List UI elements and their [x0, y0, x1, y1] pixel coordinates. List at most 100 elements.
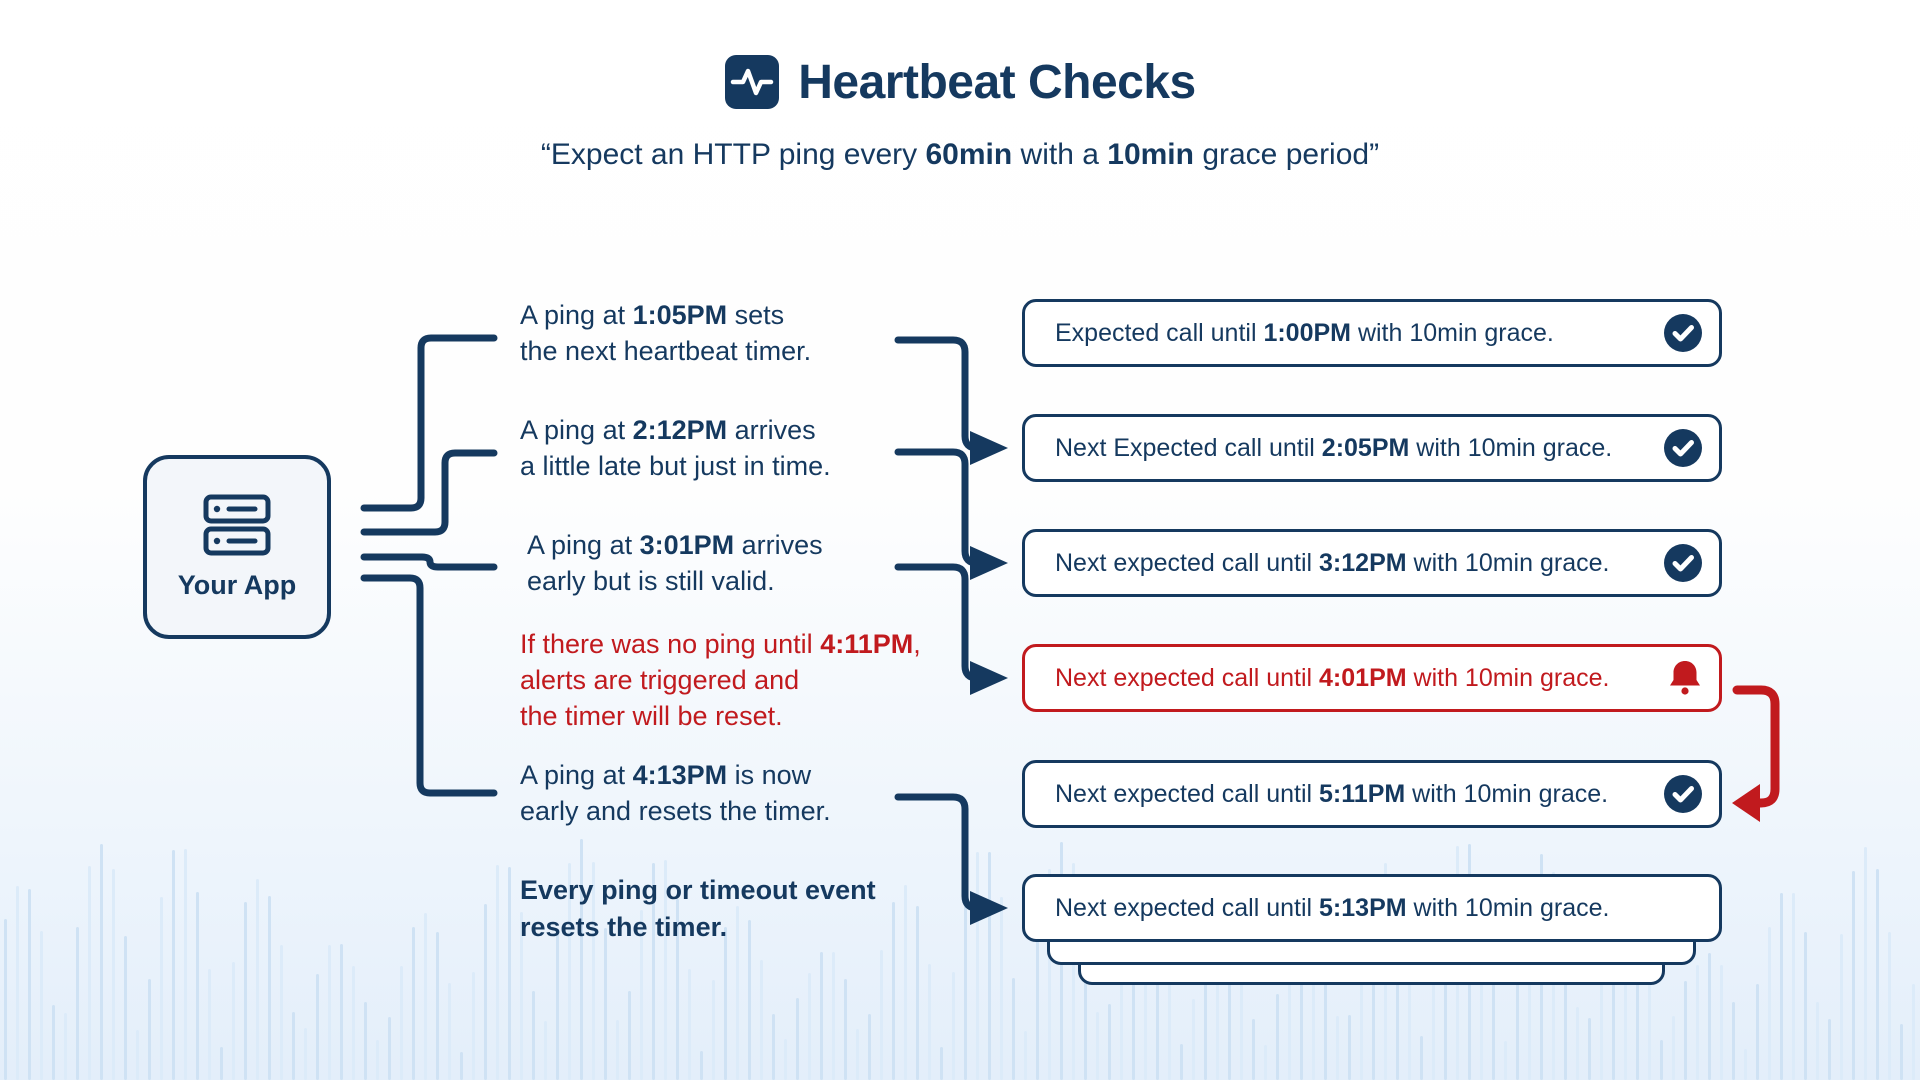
waveform-bar: [856, 1029, 859, 1080]
waveform-bar: [160, 897, 163, 1080]
arrowhead-box4: [970, 661, 1008, 695]
waveform-bar: [520, 912, 523, 1080]
waveform-bar: [1300, 921, 1303, 1080]
arrow-note5-to-box6: [894, 793, 981, 912]
branch-to-note-2: [360, 449, 498, 536]
waveform-bar: [472, 972, 475, 1080]
waveform-bar: [1828, 1019, 1831, 1080]
waveform-bar: [736, 906, 739, 1080]
arrow-note1-to-box2: [894, 336, 981, 452]
waveform-bar: [700, 1051, 703, 1080]
waveform-bar: [340, 944, 343, 1080]
waveform-bar: [952, 972, 955, 1080]
note-line: A ping at 1:05PM sets: [520, 300, 785, 330]
waveform-bar: [1360, 939, 1363, 1080]
waveform-bar: [232, 962, 235, 1080]
waveform-bar: [604, 928, 607, 1080]
waveform-bar: [412, 927, 415, 1080]
waveform-bar: [208, 969, 211, 1080]
waveform-bar: [808, 973, 811, 1080]
waveform-bar: [1108, 1004, 1111, 1080]
waveform-bar: [184, 849, 187, 1080]
waveform-bar: [1876, 869, 1879, 1080]
arrow-note2-to-box3: [894, 448, 981, 567]
note-timeout: If there was no ping until 4:11PM, alert…: [520, 626, 921, 734]
waveform-bar: [1024, 1031, 1027, 1080]
status-box-2: Next Expected call until 2:05PM with 10m…: [1022, 414, 1722, 482]
waveform-bar: [388, 1017, 391, 1080]
waveform-bar: [1564, 928, 1567, 1080]
waveform-bar: [1768, 927, 1771, 1080]
waveform-bar: [1840, 934, 1843, 1080]
waveform-bar: [664, 860, 667, 1080]
waveform-bar: [556, 929, 559, 1080]
note-line: Every ping or timeout event: [520, 875, 876, 905]
waveform-bar: [1504, 1041, 1507, 1080]
waveform-bar: [1336, 1016, 1339, 1080]
waveform-bar: [1000, 897, 1003, 1080]
waveform-bar: [16, 886, 19, 1080]
waveform-bar: [1612, 910, 1615, 1080]
waveform-bar: [532, 991, 535, 1080]
waveform-bar: [244, 902, 247, 1080]
waveform-bar: [1756, 984, 1759, 1080]
waveform-bar: [772, 1014, 775, 1080]
waveform-bar: [436, 932, 439, 1080]
waveform-bar: [1492, 969, 1495, 1080]
waveform-bar: [1264, 1045, 1267, 1080]
waveform-bar: [316, 974, 319, 1080]
waveform-bar: [1684, 981, 1687, 1080]
note-ping-4: A ping at 4:13PM is now early and resets…: [520, 757, 831, 829]
note-line: A ping at 4:13PM is now: [520, 760, 812, 790]
waveform-bar: [1816, 1002, 1819, 1080]
waveform-bar: [136, 1030, 139, 1080]
waveform-bar: [1660, 1040, 1663, 1080]
waveform-bar: [4, 919, 7, 1080]
server-icon: [203, 494, 271, 556]
note-summary: Every ping or timeout event resets the t…: [520, 872, 876, 946]
waveform-bar: [1072, 863, 1075, 1080]
waveform-bar: [76, 927, 79, 1080]
waveform-bar: [172, 850, 175, 1080]
waveform-bar: [52, 1005, 55, 1080]
waveform-bar: [1420, 1036, 1423, 1080]
waveform-bar: [1156, 913, 1159, 1080]
waveform-bar: [940, 1047, 943, 1080]
waveform-bar: [1348, 1015, 1351, 1080]
status-box-3: Next expected call until 3:12PM with 10m…: [1022, 529, 1722, 597]
waveform-bar: [100, 844, 103, 1080]
waveform-bar: [1240, 979, 1243, 1080]
waveform-bar: [112, 869, 115, 1080]
waveform-bar: [280, 945, 283, 1080]
waveform-bar: [352, 966, 355, 1080]
waveform-bar: [676, 899, 679, 1080]
waveform-bar: [1180, 1044, 1183, 1080]
waveform-bar: [652, 863, 655, 1080]
status-box-6: Next expected call until 5:13PM with 10m…: [1022, 874, 1722, 942]
status-box-5: Next expected call until 5:11PM with 10m…: [1022, 760, 1722, 828]
waveform-bar: [1432, 976, 1435, 1080]
waveform-bar: [616, 1020, 619, 1080]
waveform-bar: [1120, 928, 1123, 1080]
waveform-bar: [1696, 965, 1699, 1080]
heartbeat-pulse-icon: [724, 54, 780, 110]
note-line: the next heartbeat timer.: [520, 336, 812, 366]
waveform-bar: [148, 979, 151, 1080]
waveform-bar: [1168, 973, 1171, 1080]
waveform-bar: [1912, 984, 1915, 1080]
note-line: the timer will be reset.: [520, 701, 783, 731]
waveform-bar: [1720, 965, 1723, 1080]
waveform-bar: [1228, 948, 1231, 1080]
waveform-bar: [748, 920, 751, 1080]
waveform-bar: [1288, 948, 1291, 1080]
waveform-bar: [928, 964, 931, 1080]
waveform-bar: [1600, 949, 1603, 1080]
check-circle-icon: [1663, 428, 1703, 468]
your-app-label: Your App: [177, 569, 297, 600]
status-box-1: Expected call until 1:00PM with 10min gr…: [1022, 299, 1722, 367]
waveform-bar: [220, 1047, 223, 1080]
waveform-bar: [724, 927, 727, 1080]
note-line: If there was no ping until 4:11PM,: [520, 629, 921, 659]
waveform-bar: [1636, 933, 1639, 1080]
waveform-bar: [1096, 1012, 1099, 1080]
